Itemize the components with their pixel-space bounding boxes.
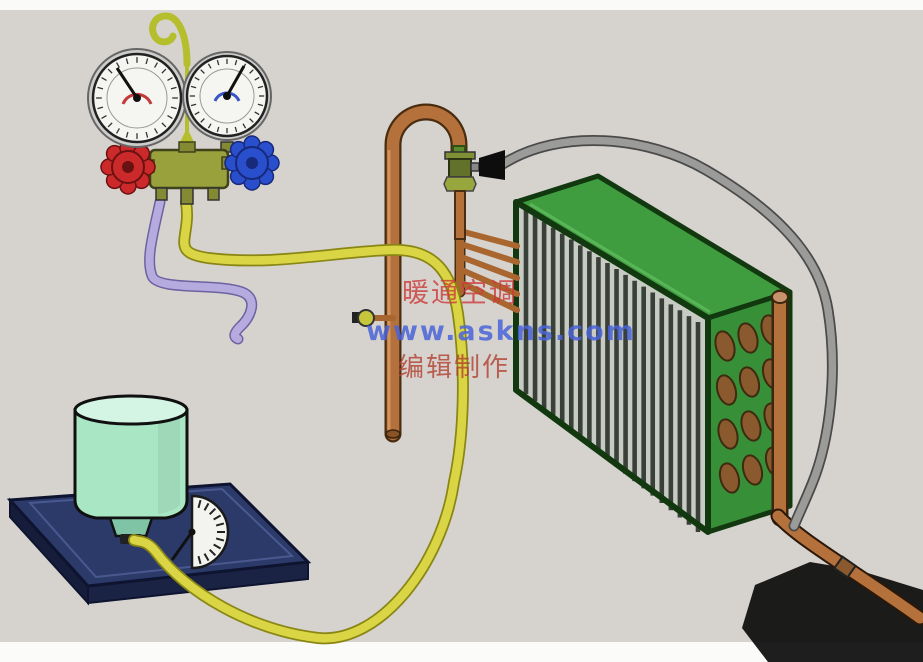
cylinder-top	[73, 394, 189, 426]
valve-handle-stem	[470, 162, 480, 172]
coil-frame	[513, 199, 711, 535]
port-center	[180, 187, 194, 205]
coil-top-highlight	[529, 202, 711, 314]
yellow-charging-hose	[128, 196, 469, 645]
header-cap	[771, 290, 789, 304]
service-valve-knob	[357, 309, 375, 327]
coil-fins	[523, 210, 701, 532]
charging-scale	[6, 482, 312, 606]
hanging-hook	[149, 12, 191, 68]
valve-lower-tube	[454, 190, 466, 240]
dial-hub	[188, 528, 196, 536]
dial-ticks	[197, 499, 225, 565]
dial-face	[190, 494, 230, 570]
service-cap	[352, 312, 360, 323]
gauge2-inner-ring	[199, 68, 255, 124]
high-pressure-gauge	[182, 51, 272, 141]
hook-bracket	[180, 128, 194, 142]
gauge2-hub	[223, 92, 231, 100]
manifold-gauge-set	[87, 12, 280, 205]
gray-hose	[499, 136, 837, 530]
service-port-valve	[352, 309, 396, 327]
purple-service-hose	[144, 196, 258, 345]
red-valve-knob	[100, 139, 156, 195]
gauge1-needle	[115, 67, 139, 99]
line-fitting	[833, 555, 857, 579]
purple-hose	[145, 198, 256, 343]
yellow-hose	[129, 197, 468, 643]
copper-riser-pipe	[384, 103, 520, 443]
manifold-boss	[178, 141, 196, 153]
valve-flange	[444, 151, 476, 160]
gray-suction-hose	[497, 135, 838, 532]
cylinder-body	[73, 408, 189, 520]
watermark-line3: 编辑制作	[398, 353, 510, 383]
bottom-white-strip	[0, 642, 923, 662]
valve-hex-nut	[443, 176, 477, 192]
shutoff-valve	[443, 145, 505, 240]
valve-handle	[479, 150, 505, 180]
gauge2-needle	[225, 65, 246, 97]
riser-end-cap	[385, 429, 401, 439]
distributor-tubes	[461, 229, 520, 313]
scale-dial	[170, 494, 230, 570]
gauge1-inner-ring	[106, 67, 168, 129]
coil-header-pipe	[771, 289, 789, 527]
cylinder-shade	[158, 412, 180, 514]
manifold-body	[148, 148, 230, 190]
watermark-line1: 暖通空调	[402, 278, 518, 309]
evaporator-coil	[513, 173, 793, 535]
gauge2-ticks	[189, 58, 265, 134]
low-pressure-gauge	[87, 48, 187, 148]
liquid-line	[772, 510, 923, 624]
watermark: 暖通空调 www.askns.com 编辑制作	[366, 278, 636, 383]
watermark-line2: www.askns.com	[366, 316, 636, 347]
gauge1-ticks	[96, 57, 178, 139]
riser-pipe	[386, 105, 466, 441]
liquid-line-pipe	[770, 508, 923, 626]
port-right	[207, 187, 220, 201]
gauge1-hub	[133, 94, 141, 102]
valve-body	[448, 158, 472, 178]
cylinder-neck	[108, 516, 154, 538]
blue-valve-knob	[224, 135, 280, 191]
port-left	[155, 187, 168, 201]
top-white-strip	[0, 0, 923, 10]
dial-needle	[170, 531, 194, 561]
